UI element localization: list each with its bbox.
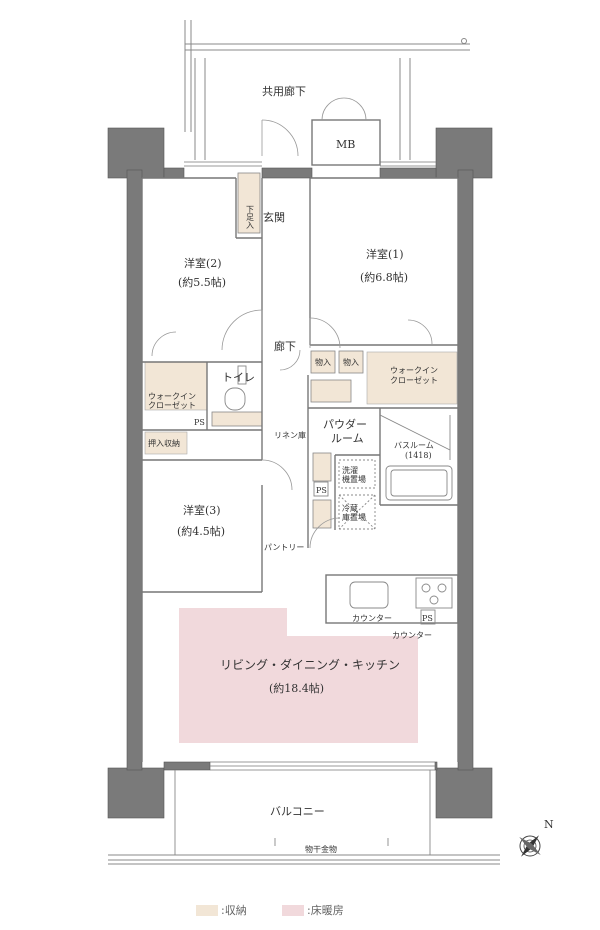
balcony-rails xyxy=(108,770,500,865)
oshiire-fill xyxy=(144,431,188,455)
cooktop xyxy=(415,577,453,609)
storage-a-fill xyxy=(310,350,336,374)
toilet-shelf xyxy=(211,411,263,427)
label-balcony: バルコニー xyxy=(270,805,325,818)
storage-b-fill xyxy=(338,350,364,374)
interior-walls xyxy=(141,119,459,762)
common-corridor-railing xyxy=(184,20,470,160)
label-ps-kitchen: PS xyxy=(422,614,433,623)
label-shoe-box: 下 足 入 xyxy=(246,205,254,230)
label-ps-toilet: PS xyxy=(194,418,205,427)
label-oshiire: 押入収納 xyxy=(148,438,180,448)
label-toilet: トイレ xyxy=(222,371,255,384)
label-room1-size: (約6.8帖) xyxy=(360,270,408,284)
label-room2-size: (約5.5帖) xyxy=(178,275,226,289)
legend-storage: :収納 xyxy=(196,902,247,918)
shoe-box-fill xyxy=(237,172,261,234)
exterior-walls xyxy=(107,127,493,819)
label-wic-left-2: クローゼット xyxy=(148,400,196,410)
legend-heating-label: :床暖房 xyxy=(307,904,344,917)
north-compass-icon xyxy=(519,835,541,857)
doors xyxy=(151,97,433,549)
linen-shelf-fill xyxy=(310,379,352,403)
legend-heating: :床暖房 xyxy=(282,902,344,918)
legend-storage-label: :収納 xyxy=(221,904,247,917)
label-hall: 廊下 xyxy=(274,339,296,353)
kitchen-sink xyxy=(349,581,389,609)
label-fridge-2: 庫置場 xyxy=(342,512,366,522)
label-ldk: リビング・ダイニング・キッチン xyxy=(220,657,400,672)
label-mb: MB xyxy=(336,138,355,151)
label-washer-1: 洗濯 xyxy=(342,465,358,475)
label-bath-2: (1418) xyxy=(405,451,432,460)
label-wic-left-1: ウォークイン xyxy=(148,392,196,401)
label-counter-1: カウンター xyxy=(352,614,392,623)
label-shoe-box-2: 足 xyxy=(246,213,254,222)
label-shoe-box-1: 下 xyxy=(246,205,254,214)
walk-in-closet-left-fill xyxy=(144,361,208,411)
fridge-space xyxy=(338,494,376,530)
heating-swatch xyxy=(282,904,304,916)
label-powder-2: ルーム xyxy=(331,432,364,445)
windows xyxy=(184,161,436,771)
label-room2: 洋室(2) xyxy=(184,256,222,270)
label-storage-b: 物入 xyxy=(343,357,359,367)
storage-swatch xyxy=(196,904,218,916)
fixtures xyxy=(224,365,453,625)
label-wic-right-1: ウォークイン xyxy=(390,366,438,375)
label-fridge-1: 冷蔵 xyxy=(342,503,358,513)
pantry-shelf-1 xyxy=(312,452,332,482)
label-north: N xyxy=(544,818,554,831)
label-room3-size: (約4.5帖) xyxy=(177,524,225,538)
washer-space xyxy=(338,459,376,489)
label-room1: 洋室(1) xyxy=(366,247,404,261)
label-storage-a: 物入 xyxy=(315,357,331,367)
bathtub xyxy=(385,465,453,501)
label-ps-center: PS xyxy=(316,486,327,495)
label-bath-1: バスルーム xyxy=(394,441,434,450)
label-wic-right-2: クローゼット xyxy=(390,375,438,385)
label-pantry: パントリー xyxy=(264,543,304,552)
label-entrance: 玄関 xyxy=(263,210,285,224)
label-linen: リネン庫 xyxy=(274,430,306,440)
label-powder-1: パウダー xyxy=(323,417,367,431)
label-ldk-size: (約18.4帖) xyxy=(269,681,324,695)
label-common-corridor: 共用廊下 xyxy=(262,84,306,98)
label-washer-2: 機置場 xyxy=(342,474,366,484)
floor-heating-area xyxy=(179,608,418,743)
label-clothes-hanger: 物干金物 xyxy=(305,844,337,854)
walk-in-closet-right-fill xyxy=(366,351,458,405)
label-shoe-box-3: 入 xyxy=(246,221,254,230)
label-counter-2: カウンター xyxy=(392,631,432,640)
label-room3: 洋室(3) xyxy=(183,503,221,517)
